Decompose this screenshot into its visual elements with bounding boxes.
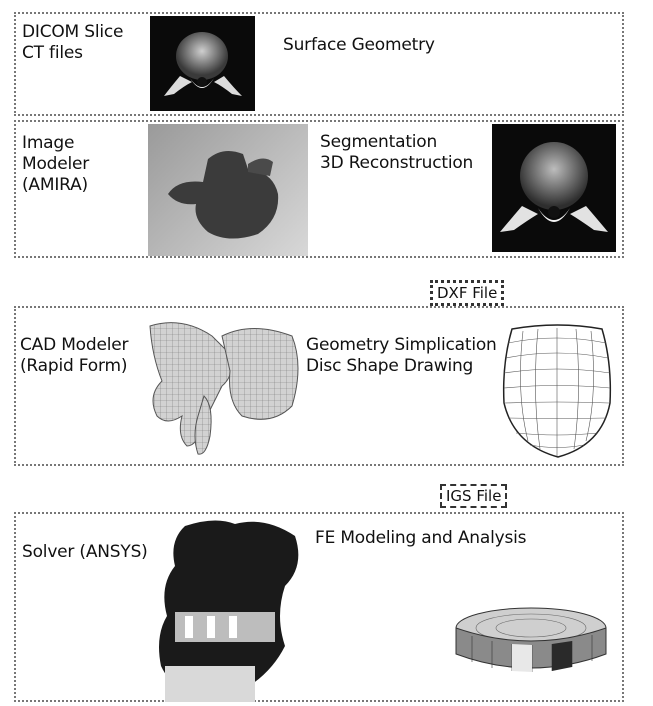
igs-file-label: IGS File	[440, 484, 507, 508]
dxf-file-label: DXF File	[430, 280, 504, 306]
dicom-label: DICOM Slice CT files	[22, 22, 123, 64]
segmented-ct-image	[492, 124, 616, 252]
image-modeler-label: Image Modeler (AMIRA)	[22, 133, 89, 196]
disc-shape-drawing	[498, 323, 616, 463]
cad-vertebra-mesh	[142, 316, 312, 461]
fe-modeling-label: FE Modeling and Analysis	[315, 528, 526, 549]
segmentation-label: Segmentation 3D Reconstruction	[320, 132, 473, 174]
solver-label: Solver (ANSYS)	[22, 542, 148, 563]
amira-vertebra-render	[148, 124, 308, 256]
fe-disc-model	[452, 604, 610, 680]
cad-modeler-label: CAD Modeler (Rapid Form)	[20, 335, 128, 377]
surface-geometry-label: Surface Geometry	[283, 35, 435, 56]
ct-slice-image	[150, 16, 255, 111]
geometry-simplification-label: Geometry Simplication Disc Shape Drawing	[306, 335, 497, 377]
fe-spine-model	[155, 516, 307, 704]
